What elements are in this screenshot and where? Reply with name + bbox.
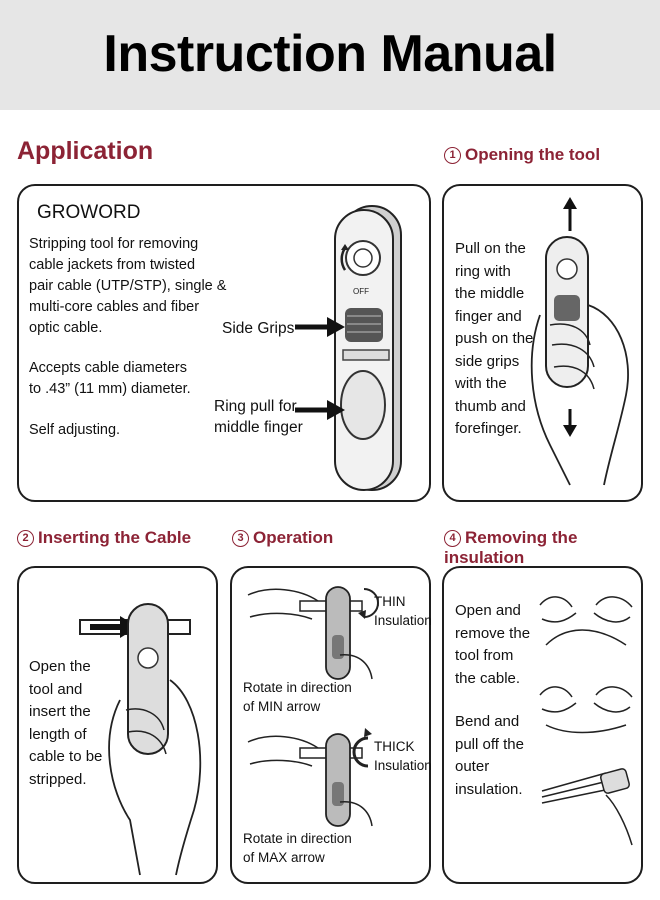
hand-left-outline	[247, 735, 319, 767]
thin-insulation-label: THIN Insulation	[374, 594, 432, 628]
tool	[325, 733, 351, 827]
ring-pull	[340, 370, 386, 440]
hand-right-outline	[339, 654, 373, 680]
page-title: Instruction Manual	[103, 25, 557, 83]
rotate-min-label: Rotate in direction of MIN arrow	[243, 680, 352, 714]
opening-box	[442, 184, 643, 502]
side-grips-label: Side Grips	[222, 320, 295, 337]
pointer-arrows	[295, 317, 345, 420]
opening-text: Pull on the ring with the middle finger …	[455, 240, 534, 437]
tool	[325, 586, 351, 680]
stripping-tool-illustration: OFF	[334, 205, 402, 491]
hand-outline	[530, 304, 629, 486]
outer-insulation	[600, 768, 630, 794]
hand-left-outline	[247, 588, 319, 620]
inserting-text: Open the tool and insert the length of c…	[29, 658, 103, 788]
dial-icon	[345, 240, 381, 276]
ring-pull-label: Ring pull for middle finger	[214, 398, 303, 436]
hands-bending-icon	[539, 686, 633, 713]
rotate-max-label: Rotate in direction of MAX arrow	[243, 831, 352, 865]
application-title: Application	[17, 137, 154, 165]
hand-outline	[108, 679, 202, 876]
stripped-wires-icon	[541, 772, 611, 804]
removing-text-1: Open and remove the tool from the cable.	[455, 602, 531, 687]
hand-inserting-illustration	[79, 603, 202, 876]
brand-name: GROWORD	[37, 202, 141, 223]
hand-right-outline	[339, 801, 373, 827]
cable-remove	[545, 629, 627, 646]
removing-text-2: Bend and pull off the outer insulation.	[455, 713, 524, 798]
removing-illustrations	[539, 596, 633, 846]
operation-min-illustration	[247, 586, 379, 680]
application-description: Stripping tool for removing cable jacket…	[29, 236, 227, 336]
thick-insulation-label: THICK Insulation	[374, 739, 432, 773]
diameter-spec: Accepts cable diameters to .43” (11 mm) …	[29, 360, 191, 397]
hand-opening-illustration	[530, 197, 629, 486]
self-adjusting-note: Self adjusting.	[29, 422, 121, 438]
rotate-min-arrow-icon	[363, 588, 379, 618]
header-banner: Instruction Manual	[0, 0, 660, 110]
tool-in-hand	[127, 603, 169, 755]
rotate-max-arrow-icon	[352, 736, 369, 768]
hands-pulling-icon	[539, 596, 633, 623]
operation-max-illustration	[247, 728, 373, 827]
off-mark: OFF	[353, 287, 369, 296]
